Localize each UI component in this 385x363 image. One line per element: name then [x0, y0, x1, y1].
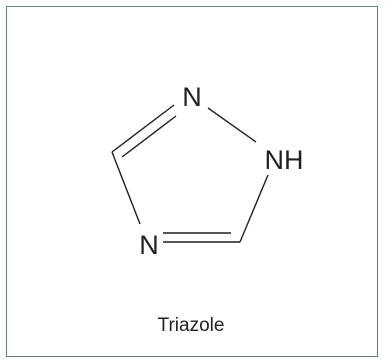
atom-n4-label: N	[139, 230, 159, 260]
figure-frame	[6, 6, 378, 357]
atom-n2-label: NH	[265, 145, 304, 175]
bond-c5-n1	[111, 104, 175, 153]
molecule-caption: Triazole	[158, 315, 225, 336]
bond-c5-n1-inner	[121, 115, 177, 158]
bond-n4-c5	[111, 151, 141, 225]
bond-n2-c3	[239, 174, 269, 243]
bond-n1-n2	[207, 107, 257, 143]
atom-n1-label: N	[182, 82, 202, 112]
